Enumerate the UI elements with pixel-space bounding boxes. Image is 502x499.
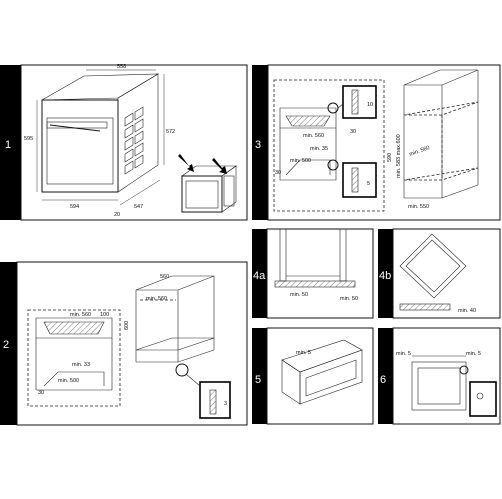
panel-1-number: 1 <box>5 139 11 151</box>
dim-min500: min. 500 <box>290 158 311 164</box>
dim-min500: min. 500 <box>58 378 79 384</box>
dim-offset-small: 20 <box>114 212 120 218</box>
dim-min560-depth: min. 560 <box>409 145 431 158</box>
dim-3: 3 <box>224 401 227 407</box>
insert-arrow-icon <box>178 154 194 172</box>
dim-5: 5 <box>367 181 370 187</box>
panel-4b: 4b min. 40 <box>378 228 501 319</box>
dim-min40: min. 40 <box>458 308 476 314</box>
panel-2-number: 2 <box>3 339 9 351</box>
panel-4a-number: 4a <box>253 270 266 282</box>
dim-30-bottom: 30 <box>275 170 281 176</box>
dim-min560-side: min. 560 <box>146 296 167 302</box>
dim-depth-bottom: 547 <box>134 204 143 210</box>
dim-height-left: 595 <box>24 136 33 142</box>
dim-width-top: 558 <box>117 64 126 70</box>
dim-min550: min. 550 <box>408 204 429 210</box>
dim-600: 600 <box>124 321 130 330</box>
dim-min50-right: min. 50 <box>340 296 358 302</box>
dim-min5: min. 5 <box>296 350 311 356</box>
detail-bottom <box>342 162 377 198</box>
insert-arrow-icon-2 <box>212 158 227 174</box>
dim-min33: min. 33 <box>72 362 90 368</box>
dim-30-top: 30 <box>350 129 356 135</box>
dim-min50-left: min. 50 <box>290 292 308 298</box>
dim-min560: min. 560 <box>70 312 91 318</box>
tall-cabinet <box>403 69 479 199</box>
dim-height-right: 572 <box>166 129 175 135</box>
dim-min5-right: min. 5 <box>466 351 481 357</box>
panel-4a: 4a min. 50 min. 50 <box>252 228 374 319</box>
panel-3-number: 3 <box>255 139 261 151</box>
detail-box <box>199 381 231 419</box>
screw-detail-box <box>469 381 497 417</box>
dim-min5-left: min. 5 <box>396 351 411 357</box>
dim-top-560: 560 <box>160 274 169 280</box>
screw-icon <box>476 392 484 400</box>
dim-10: 10 <box>367 102 373 108</box>
panel-1: 1 558 <box>0 64 248 221</box>
panel-5-number: 5 <box>255 374 261 386</box>
dim-width-bottom: 594 <box>70 204 79 210</box>
panel-6-number: 6 <box>380 374 386 386</box>
dim-height-range: min. 583 max.600 <box>396 134 402 178</box>
oven-insertion-view <box>178 154 237 213</box>
dim-min560: min. 560 <box>303 133 324 139</box>
panel-2: 2 min. 560 100 min. 33 min. 500 30 560 m… <box>0 261 248 426</box>
panel-5: 5 min. 5 <box>252 327 374 425</box>
panel-6: 6 min. 5 min. 5 <box>378 327 501 425</box>
base-cabinet <box>135 275 215 363</box>
dim-100: 100 <box>100 312 109 318</box>
oven-front-view <box>41 73 160 193</box>
detail-top <box>342 85 377 119</box>
panel-4b-number: 4b <box>379 270 391 282</box>
dim-590: 590 <box>387 153 393 162</box>
dim-30: 30 <box>38 390 44 396</box>
dim-min35: min. 35 <box>310 146 328 152</box>
panel-3: 3 min. 560 30 min. 35 min. 500 30 10 5 <box>252 64 501 221</box>
